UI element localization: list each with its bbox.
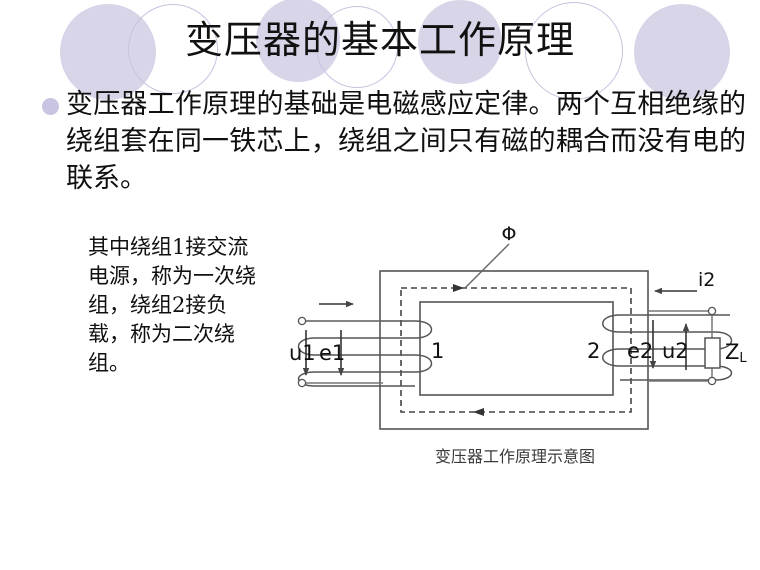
- coil-primary: [297, 320, 433, 387]
- core-inner-rect: [419, 301, 614, 396]
- primary-terminal-bottom: [297, 378, 307, 388]
- label-u2: u2: [662, 339, 689, 363]
- bullet-text: 变压器工作原理的基础是电磁感应定律。两个互相绝缘的绕组套在同一铁芯上，绕组之间只…: [66, 89, 746, 194]
- diagram-caption: 变压器工作原理示意图: [434, 447, 595, 466]
- flux-arrow-top: [453, 284, 464, 292]
- label-i2: i2: [698, 269, 715, 291]
- secondary-terminal-top: [707, 306, 717, 316]
- flux-arrow-bottom: [473, 408, 484, 416]
- transformer-schematic-svg: Φ: [289, 223, 747, 430]
- core-outer-rect: [379, 270, 649, 430]
- label-winding-2: 2: [587, 339, 600, 363]
- load-impedance-box: [704, 337, 721, 369]
- label-winding-1: 1: [431, 339, 444, 363]
- flux-leader-line: [464, 243, 510, 289]
- left-note-text: 其中绕组1接交流电源，称为一次绕组，绕组2接负载，称为二次绕组。: [88, 235, 256, 375]
- primary-terminal-top: [297, 316, 307, 326]
- flux-path-dashed: [400, 287, 632, 413]
- bullet-dot-icon: [42, 98, 59, 115]
- label-u1: u1: [289, 341, 316, 365]
- transformer-diagram: Φ: [275, 220, 760, 480]
- flux-label: Φ: [502, 223, 517, 245]
- coil-secondary: [602, 314, 733, 381]
- secondary-terminal-bottom: [707, 376, 717, 386]
- label-load: ZL: [725, 340, 747, 366]
- page-title: 变压器的基本工作原理: [184, 18, 575, 62]
- label-e2: e2: [627, 339, 653, 363]
- label-e1: e1: [319, 341, 345, 365]
